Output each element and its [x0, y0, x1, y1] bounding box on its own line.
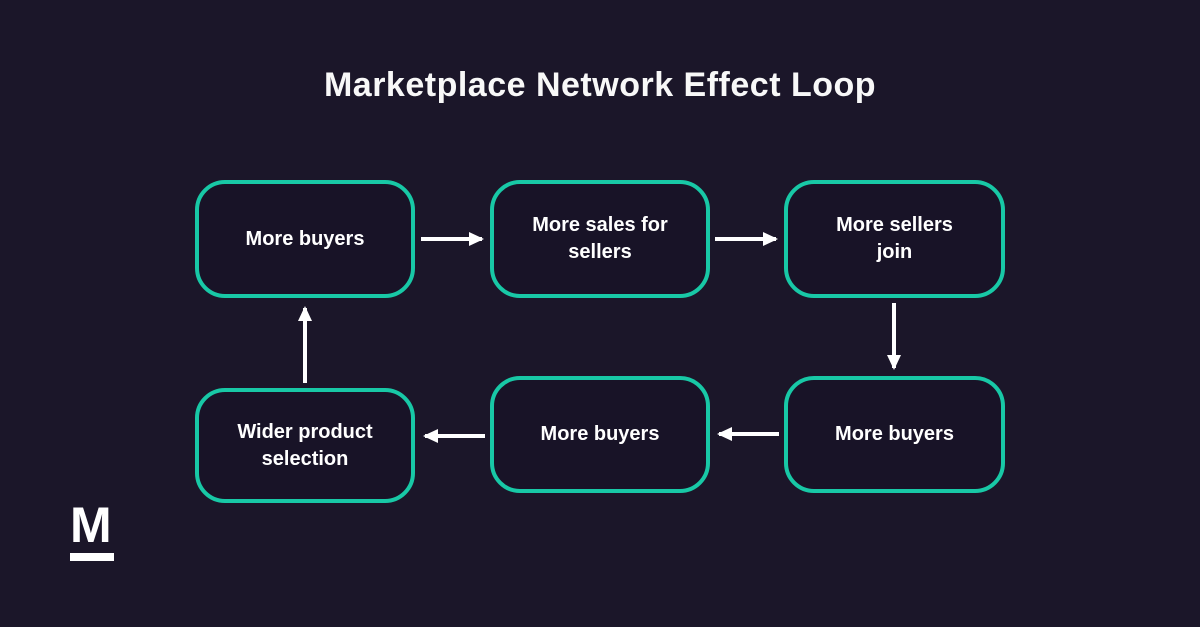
brand-logo: M — [70, 500, 114, 561]
node-more-sellers-join: More sellers join — [784, 180, 1005, 298]
node-more-sales-for-sellers: More sales for sellers — [490, 180, 710, 298]
node-label: More buyers — [835, 423, 954, 445]
node-label: More sales for sellers — [532, 214, 668, 263]
node-wider-product-selection: Wider product selection — [195, 388, 415, 503]
logo-letter-m: M — [70, 497, 112, 553]
node-label: Wider product selection — [237, 420, 373, 470]
node-label: More buyers — [245, 227, 365, 250]
node-more-buyers-top-left: More buyers — [195, 180, 415, 298]
logo-underline-bar — [70, 553, 114, 561]
node-more-buyers-bottom-right: More buyers — [784, 376, 1005, 493]
node-label: More sellers join — [836, 214, 953, 263]
diagram-title: Marketplace Network Effect Loop — [323, 66, 877, 104]
node-label: More buyers — [540, 423, 660, 445]
node-more-buyers-bottom-middle: More buyers — [490, 376, 710, 493]
